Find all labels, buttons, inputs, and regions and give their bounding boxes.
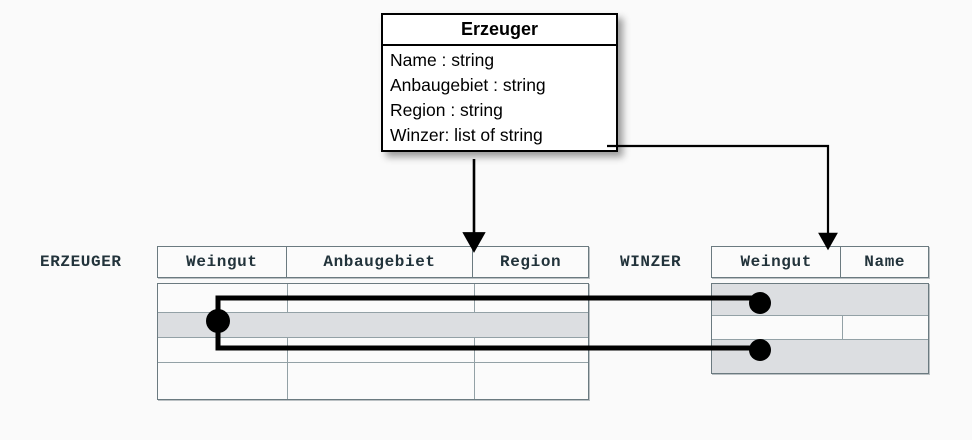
column-header-weingut: Weingut	[158, 247, 287, 277]
table-header-row: Weingut Name	[711, 246, 929, 278]
column-header-weingut: Weingut	[712, 247, 842, 277]
column-divider	[474, 284, 475, 399]
table-row[interactable]	[158, 338, 588, 363]
table-row[interactable]	[158, 284, 588, 313]
uml-attribute: Winzer: list of string	[390, 125, 543, 145]
table-header-row: Weingut Anbaugebiet Region	[157, 246, 589, 278]
column-divider	[842, 284, 843, 373]
uml-attribute: Name : string	[390, 50, 495, 70]
uml-class-box: Erzeuger Name : string Anbaugebiet : str…	[381, 13, 618, 152]
uml-attribute: Region : string	[390, 100, 503, 120]
table-label-erzeuger: ERZEUGER	[40, 253, 122, 271]
uml-class-name: Erzeuger	[383, 15, 616, 46]
column-header-region: Region	[500, 253, 562, 271]
column-divider	[287, 284, 288, 399]
link-erzeuger-row2-to-winzer-row3	[215, 321, 771, 361]
link-source-dot	[206, 309, 230, 333]
uml-attribute: Anbaugebiet : string	[390, 75, 546, 95]
table-winzer: Weingut Name	[711, 246, 929, 278]
table-erzeuger: Weingut Anbaugebiet Region	[157, 246, 589, 278]
link-erzeuger-row2-to-winzer-row1	[215, 292, 771, 321]
table-label-winzer: WINZER	[620, 253, 682, 271]
table-body-erzeuger	[157, 283, 589, 400]
table-row[interactable]	[158, 313, 588, 338]
arrow-winzer-attr-to-winzer-table	[607, 144, 838, 251]
column-header-name: Name	[864, 253, 906, 271]
uml-attribute-list: Name : string Anbaugebiet : string Regio…	[383, 46, 616, 150]
column-header-anbaugebiet: Anbaugebiet	[287, 247, 474, 277]
table-row[interactable]	[712, 316, 928, 340]
